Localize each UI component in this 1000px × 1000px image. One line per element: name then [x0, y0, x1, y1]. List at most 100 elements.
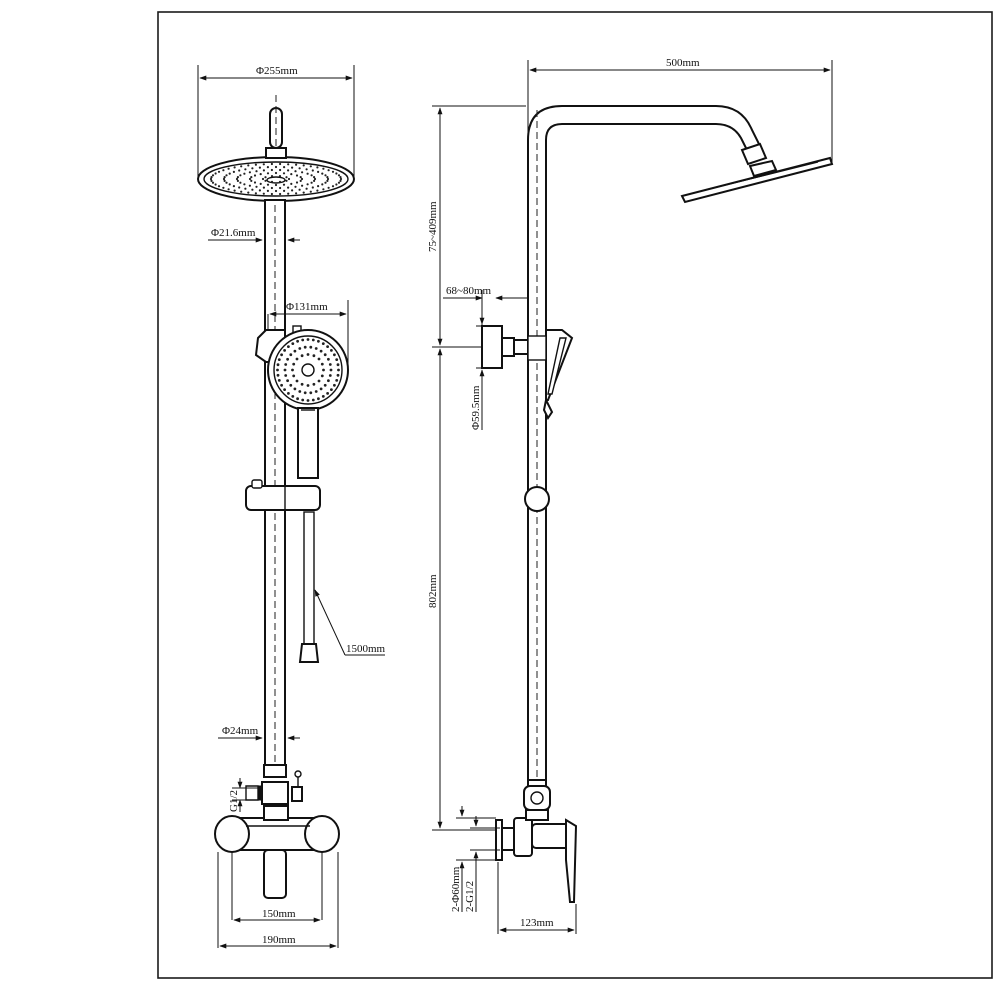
nozzle-dot — [294, 170, 297, 173]
nozzle-dot — [247, 164, 250, 167]
nozzle-dot — [262, 186, 265, 189]
nozzle-dot — [309, 165, 312, 168]
nozzle-dot — [223, 176, 226, 179]
nozzle-dot — [217, 185, 221, 188]
nozzle-dot — [323, 353, 327, 357]
nozzle-dot — [283, 189, 286, 192]
nozzle-dot — [301, 184, 304, 187]
nozzle-dot — [270, 180, 274, 183]
nozzle-dot — [320, 374, 324, 378]
nozzle-dot — [301, 171, 304, 174]
nozzle-dot — [298, 347, 302, 350]
nozzle-dot — [306, 183, 309, 186]
nozzle-dot — [266, 172, 270, 175]
nozzle-dot — [291, 342, 295, 345]
nozzle-dot — [239, 181, 242, 184]
nozzle-dot — [254, 192, 257, 195]
nozzle-dot — [317, 339, 320, 343]
front-dimension-lines — [197, 65, 385, 949]
nozzle-dot — [274, 189, 278, 193]
nozzle-dot — [282, 172, 286, 175]
nozzle-dot — [214, 172, 217, 175]
rain-shower-head-front — [197, 147, 355, 202]
dim-bracket-diameter: Φ59.5mm — [470, 385, 482, 430]
nozzle-dot — [336, 363, 340, 367]
nozzle-dot — [258, 166, 261, 169]
dim-lower-height: 802mm — [427, 574, 439, 608]
nozzle-dot — [262, 163, 265, 166]
nozzle-dot — [290, 182, 293, 185]
nozzle-dot — [306, 338, 310, 341]
nozzle-dot — [251, 167, 254, 170]
nozzle-dot — [312, 354, 316, 358]
nozzle-dot — [240, 165, 243, 168]
nozzle-dot — [287, 186, 290, 189]
dim-handle-span-outer: 190mm — [262, 934, 296, 946]
front-view — [197, 95, 355, 899]
nozzle-dot — [227, 167, 230, 170]
nozzle-dot — [248, 184, 251, 187]
nozzle-dot — [313, 176, 316, 179]
nozzle-dot — [248, 177, 252, 181]
nozzle-dot — [222, 177, 226, 181]
nozzle-dot — [327, 357, 330, 361]
nozzle-dot — [235, 177, 239, 181]
dim-escutcheon-diameter: 2-Φ60mm — [450, 866, 462, 912]
nozzle-dot — [209, 177, 213, 181]
hose-nut — [298, 643, 320, 663]
nozzle-dot — [243, 183, 246, 186]
nozzle-dot — [310, 174, 313, 177]
rain-shower-head-side — [680, 156, 834, 204]
nozzle-dot — [283, 388, 286, 391]
dim-rain-head-diameter: Φ255mm — [256, 65, 298, 77]
nozzle-dot — [339, 176, 342, 179]
nozzle-dot — [303, 345, 307, 349]
nozzle-dot — [295, 357, 299, 361]
nozzle-dot — [335, 358, 339, 361]
nozzle-dot — [314, 347, 318, 350]
dim-inlet-threads: 2-G1/2 — [464, 881, 476, 912]
nozzle-dot — [284, 363, 288, 366]
dim-pipe-lower-diameter: Φ24mm — [222, 725, 259, 737]
nozzle-dot — [236, 179, 239, 182]
nozzle-dot — [286, 379, 289, 383]
nozzle-dot — [309, 391, 313, 395]
side-dimension-lines — [432, 60, 833, 934]
nozzle-dot — [255, 170, 258, 173]
nozzle-dot — [326, 345, 329, 348]
nozzle-dot — [240, 190, 243, 193]
front-lower-ring — [263, 764, 287, 778]
nozzle-dot — [306, 384, 310, 387]
nozzle-dot — [306, 399, 310, 402]
nozzle-dot — [290, 173, 293, 176]
nozzle-dot — [301, 338, 305, 342]
nozzle-dot — [323, 383, 327, 387]
nozzle-dot — [276, 368, 279, 372]
nozzle-dot — [316, 189, 319, 192]
nozzle-dot — [336, 373, 340, 377]
nozzle-dot — [266, 183, 270, 186]
nozzle-dot — [309, 345, 313, 349]
nozzle-dot — [274, 165, 278, 169]
nozzle-dot — [291, 189, 294, 192]
nozzle-dot — [210, 179, 213, 182]
nozzle-dot — [293, 387, 297, 391]
slider-knob-side — [524, 486, 550, 512]
nozzle-dot — [321, 342, 325, 345]
nozzle-dot — [291, 395, 295, 398]
mixer-body-side — [495, 809, 578, 903]
nozzle-dot — [248, 171, 251, 174]
nozzle-dot — [280, 353, 283, 357]
nozzle-dot — [328, 374, 332, 377]
nozzle-dot — [253, 174, 257, 177]
nozzle-dot — [285, 179, 288, 182]
nozzle-dot — [305, 187, 308, 190]
nozzle-dot — [299, 176, 302, 179]
nozzle-dot — [284, 374, 288, 377]
nozzle-dot — [317, 170, 320, 173]
nozzle-dot — [286, 357, 289, 361]
nozzle-dot — [317, 379, 321, 383]
nozzle-dot — [329, 368, 333, 372]
nozzle-dot — [210, 176, 213, 179]
dim-hand-head-diameter: Φ131mm — [286, 301, 328, 313]
